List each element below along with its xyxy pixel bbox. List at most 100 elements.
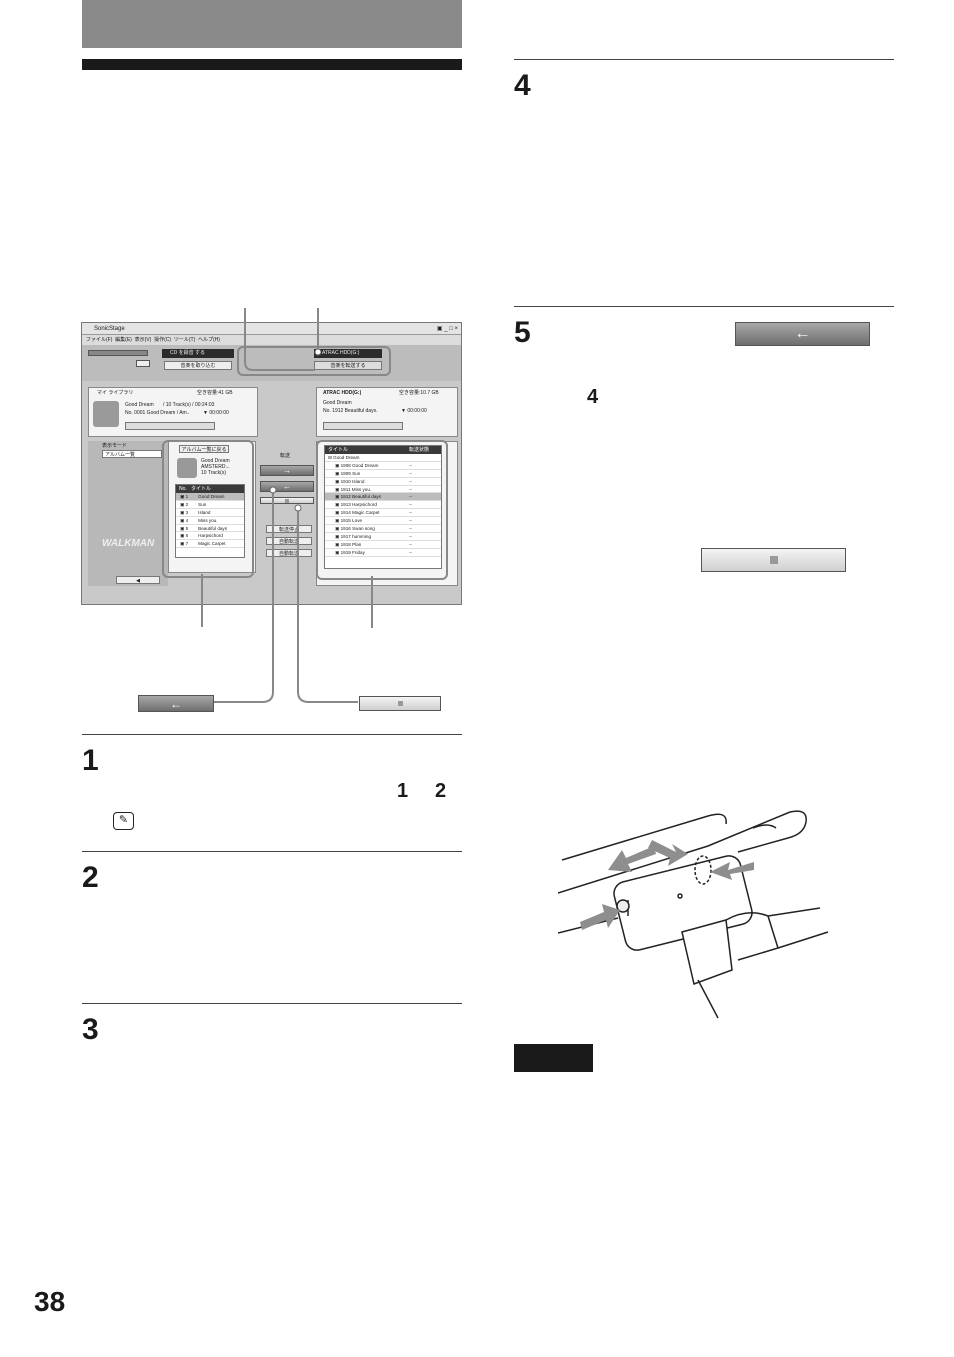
album-line-3: 10 Track(s) bbox=[201, 470, 227, 476]
callout-transfer-tab bbox=[237, 346, 391, 376]
device-player-controls[interactable] bbox=[323, 422, 403, 430]
stop-icon bbox=[769, 556, 778, 564]
library-header: マイ ライブラリ bbox=[97, 390, 134, 396]
step-5-ref-4: 4 bbox=[587, 386, 599, 408]
menu-tools[interactable]: ツール(T) bbox=[173, 337, 196, 343]
step-5-arrow-left-button: ← bbox=[735, 322, 870, 346]
auto-transfer-option-2[interactable]: 自動転送 bbox=[266, 549, 312, 557]
header-band bbox=[82, 0, 462, 48]
library-panel: マイ ライブラリ 空き容量:41 GB Good Dream / 10 Trac… bbox=[88, 387, 258, 437]
device-list-panel: タイトル 転送状態 ⊟ Good Dream ▣ 1908 Good Dream… bbox=[316, 441, 458, 586]
device-track-title: ▣ 1910 Island bbox=[335, 478, 365, 484]
mute-icon[interactable] bbox=[136, 360, 150, 367]
device-track-status: -- bbox=[409, 526, 413, 532]
window-titlebar: SonicStage ▣ _ □ × bbox=[82, 323, 461, 335]
menu-control[interactable]: 操作(C) bbox=[154, 337, 172, 343]
stop-icon bbox=[397, 701, 403, 706]
device-track-title: ▣ 1914 Magic Carpet bbox=[335, 510, 380, 516]
track-no: ▣ 1 bbox=[180, 494, 189, 499]
device-select[interactable]: ATRAC HDD(G:) bbox=[314, 349, 382, 358]
device-track-title: ▣ 1909 Sun bbox=[335, 470, 361, 476]
device-track-title: ▣ 1915 Love bbox=[335, 518, 363, 524]
device-track-row[interactable]: ▣ 1912 Beautiful days -- bbox=[325, 493, 441, 502]
library-free: 空き容量:41 GB bbox=[197, 390, 233, 396]
volume-slider[interactable] bbox=[88, 350, 148, 356]
transfer-to-pc-button[interactable]: ← bbox=[260, 481, 314, 492]
device-track-title: ▣ 1908 Good Dream bbox=[335, 462, 379, 468]
import-button[interactable]: 音楽を取り込む bbox=[164, 361, 232, 370]
device-track-row[interactable]: ▣ 1910 Island -- bbox=[325, 478, 441, 486]
device-track-status: -- bbox=[409, 494, 413, 500]
device-list-header: タイトル 転送状態 bbox=[325, 446, 441, 454]
track-title: Island bbox=[198, 509, 211, 515]
device-track-row[interactable]: ▣ 1918 Plan-- bbox=[325, 541, 441, 549]
step-5-stop-button bbox=[701, 548, 846, 572]
auto-transfer-option[interactable]: 自動転送 bbox=[266, 537, 312, 545]
page-number: 38 bbox=[34, 1286, 66, 1317]
library-track-row[interactable]: ▣ 1 Good Dream bbox=[176, 493, 244, 501]
device-track-row[interactable]: ▣ 1908 Good Dream -- bbox=[325, 462, 441, 470]
device-track-status: -- bbox=[409, 478, 413, 484]
device-track-row[interactable]: ▣ 1913 Harpsichord-- bbox=[325, 501, 441, 510]
library-track-row[interactable]: ▣ 3 Island bbox=[176, 509, 244, 517]
window-controls[interactable]: ▣ _ □ × bbox=[436, 326, 458, 332]
menu-edit[interactable]: 編集(E) bbox=[115, 337, 132, 343]
track-no: ▣ 6 bbox=[180, 533, 189, 539]
menu-help[interactable]: ヘルプ(H) bbox=[197, 337, 220, 343]
callout-library-list bbox=[162, 440, 254, 578]
step-1-ref-1: 1 bbox=[397, 780, 409, 802]
menu-file[interactable]: ファイル(F) bbox=[86, 337, 113, 343]
device-track-row[interactable]: ▣ 1911 Miss you.-- bbox=[325, 486, 441, 494]
device-album: Good Dream bbox=[323, 400, 352, 406]
track-no: ▣ 3 bbox=[180, 509, 189, 515]
library-time: ▼ 00:00:00 bbox=[203, 410, 229, 416]
player-controls[interactable] bbox=[125, 422, 215, 430]
transfer-to-device-button[interactable]: → bbox=[260, 465, 314, 476]
device-track-status: -- bbox=[409, 486, 413, 492]
track-title: Good Dream bbox=[198, 494, 225, 499]
album-panel: アルバム一覧に戻る Good Dream AMSTERD... 10 Track… bbox=[168, 441, 256, 573]
track-title: Harpsichord bbox=[198, 533, 223, 539]
device-track-status: -- bbox=[409, 470, 413, 476]
track-title: Miss you. bbox=[198, 517, 218, 523]
rule-step-2 bbox=[82, 851, 462, 852]
device-track-row[interactable]: ▣ 1909 Sun -- bbox=[325, 470, 441, 478]
device-track-status: -- bbox=[409, 518, 413, 524]
library-track-row[interactable]: ▣ 6 Harpsichord bbox=[176, 532, 244, 541]
arrow-left-icon: ← bbox=[283, 482, 291, 491]
device-track-title: ▣ 1913 Harpsichord bbox=[335, 502, 377, 508]
cd-record-bar[interactable]: CD を録音 する bbox=[162, 349, 234, 358]
left-back-button[interactable]: ◀ bbox=[116, 576, 160, 584]
rule-step-5 bbox=[514, 306, 894, 307]
device-track-row[interactable]: ▣ 1919 Friday-- bbox=[325, 549, 441, 557]
rule-step-1 bbox=[82, 734, 462, 735]
device-group-row[interactable]: ⊟ Good Dream bbox=[325, 454, 441, 462]
stop-transfer-button[interactable] bbox=[260, 497, 314, 504]
device-track-title: ▣ 1917 humming bbox=[335, 533, 372, 539]
walkman-logo: WALKMAN bbox=[102, 538, 155, 549]
device-track-row[interactable]: ▣ 1916 Swan song-- bbox=[325, 525, 441, 533]
transfer-label: 転送 bbox=[280, 453, 291, 459]
display-mode-select[interactable]: アルバム一覧 bbox=[102, 450, 162, 458]
device-track-title: ▣ 1912 Beautiful days bbox=[335, 494, 381, 500]
album-line-2: AMSTERD... bbox=[201, 464, 230, 470]
device-track-status: -- bbox=[409, 549, 413, 555]
transfer-stop-option[interactable]: 転送停止 bbox=[266, 525, 312, 533]
device-track-status: -- bbox=[409, 462, 413, 468]
back-to-album-list-button[interactable]: アルバム一覧に戻る bbox=[179, 445, 229, 453]
menu-view[interactable]: 表示(V) bbox=[134, 337, 152, 343]
step-5-number: 5 bbox=[514, 316, 531, 349]
album-art-icon bbox=[93, 401, 119, 427]
device-track-row[interactable]: ▣ 1914 Magic Carpet-- bbox=[325, 509, 441, 518]
transfer-mode-button[interactable]: 音楽を転送する bbox=[314, 361, 382, 370]
device-track-row[interactable]: ▣ 1915 Love -- bbox=[325, 517, 441, 526]
step-4-number: 4 bbox=[514, 69, 531, 102]
device-now: No. 1912 Beautiful days. bbox=[323, 408, 378, 414]
device-track-row[interactable]: ▣ 1917 humming-- bbox=[325, 533, 441, 541]
rule-step-3 bbox=[82, 1003, 462, 1004]
